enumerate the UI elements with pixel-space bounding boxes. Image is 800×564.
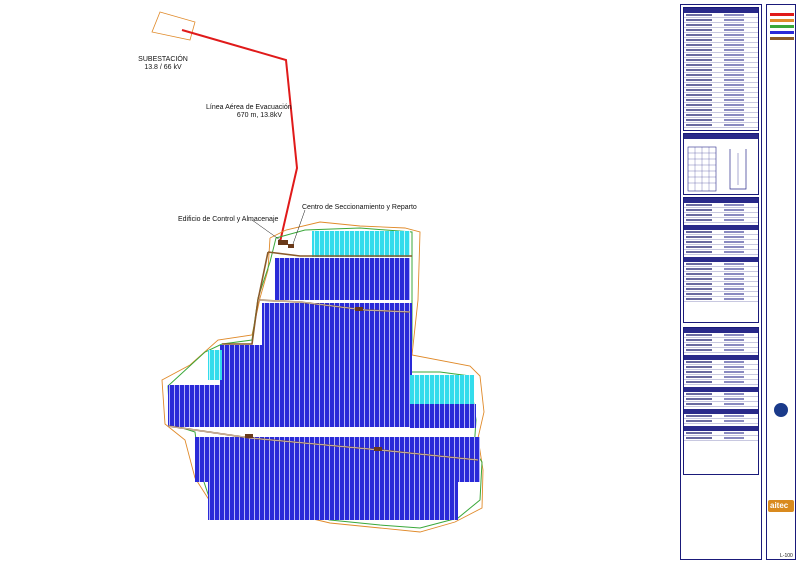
pv-block-cyan-top xyxy=(312,231,410,257)
inverter-station-3 xyxy=(374,447,382,451)
sectioning-center-box xyxy=(288,244,294,248)
pv-block-east xyxy=(410,404,476,428)
control-building-label: Edificio de Control y Almacenaje xyxy=(178,216,279,223)
plan-number: L-100 xyxy=(780,553,793,559)
evacuation-line-name: Línea Aérea de Evacuación xyxy=(206,104,292,111)
pv-block-lower xyxy=(195,437,480,482)
tracker-detail-drawing xyxy=(687,146,747,192)
substation-name: SUBESTACIÓN xyxy=(138,56,188,63)
pv-block-left xyxy=(220,345,412,385)
structure-detail xyxy=(683,133,759,195)
legend-swatch-panels xyxy=(770,31,794,34)
pv-block-cyan-left xyxy=(208,350,222,380)
substation-voltage: 13.8 / 66 kV xyxy=(144,64,182,72)
pv-block-top xyxy=(275,258,410,300)
module-specs-table xyxy=(683,197,759,323)
inverter-station-2 xyxy=(245,434,253,438)
legend-swatch-fence xyxy=(770,25,794,28)
label-leaders xyxy=(251,209,306,245)
inverter-specs-table xyxy=(683,327,759,475)
substation-label: SUBESTACIÓN 13.8 / 66 kV xyxy=(128,56,198,72)
company-logo: aitec xyxy=(768,500,794,512)
plot-boundary xyxy=(161,221,485,533)
inverter-station-1 xyxy=(355,307,363,311)
title-block xyxy=(766,4,796,560)
control-building xyxy=(278,240,288,245)
pv-block-bottom xyxy=(208,482,458,520)
road-edges xyxy=(167,299,479,461)
pv-array-cyan xyxy=(208,231,474,404)
evacuation-line-spec: 670 m, 13.8kV xyxy=(236,112,282,120)
pv-array-blue xyxy=(168,258,480,520)
logo-text: aitec xyxy=(770,501,789,510)
pv-block-west xyxy=(168,385,410,427)
legend-swatch-line xyxy=(770,13,794,16)
legend-swatch-boundary xyxy=(770,19,794,22)
sectioning-center-label: Centro de Seccionamiento y Reparto xyxy=(302,204,417,211)
legend-swatch-road xyxy=(770,37,794,40)
specifications-panel xyxy=(680,4,762,560)
evacuation-line xyxy=(181,29,299,243)
pv-block-mid xyxy=(262,303,412,348)
pv-block-cyan-east xyxy=(410,375,474,404)
substation-outline xyxy=(151,11,196,41)
general-data-table xyxy=(683,7,759,131)
company-seal xyxy=(774,403,788,417)
evacuation-line-label: Línea Aérea de Evacuación 670 m, 13.8kV xyxy=(206,104,292,120)
